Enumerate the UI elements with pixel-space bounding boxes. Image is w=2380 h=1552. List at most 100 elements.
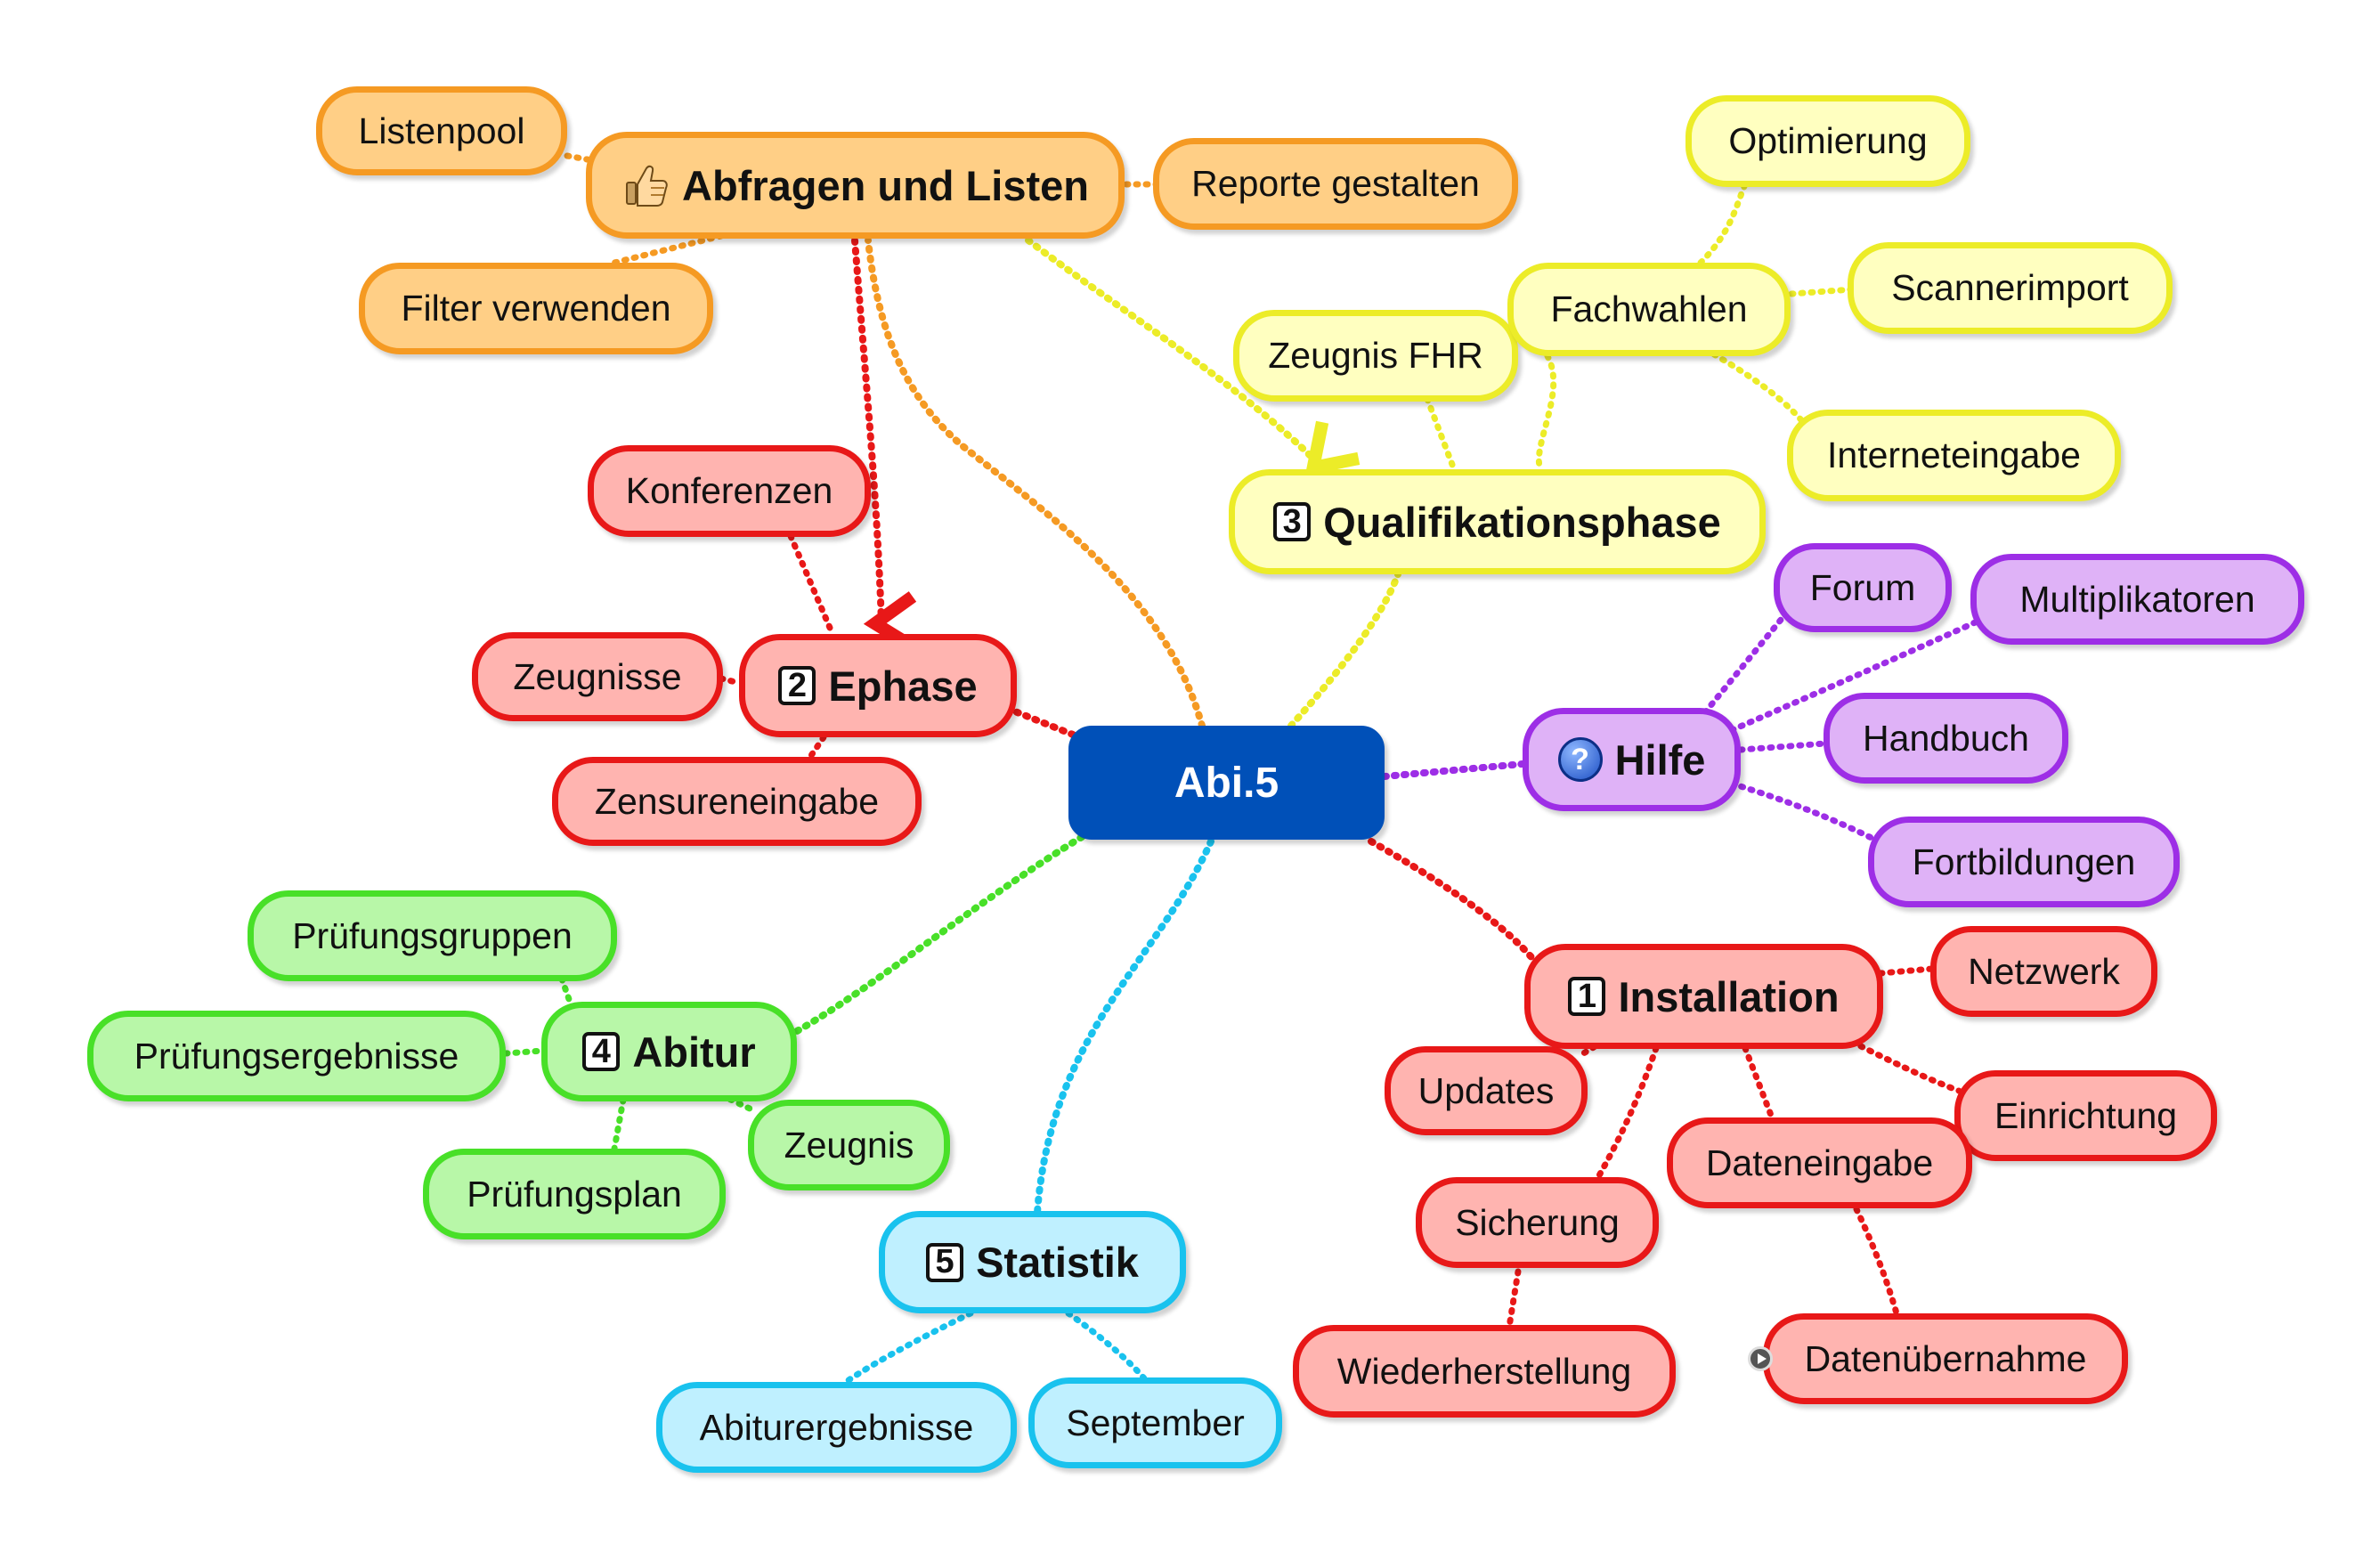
node-dateneingabe-label: Dateneingabe (1705, 1142, 1934, 1183)
link-root-hilfe (1381, 760, 1526, 780)
node-fortbildungen[interactable]: Fortbildungen (1868, 817, 2180, 907)
branch-ephase[interactable]: 2 Ephase (739, 634, 1017, 737)
branch-hilfe[interactable]: ? Hilfe (1523, 708, 1741, 811)
node-pruefungsgruppen-label: Prüfungsgruppen (292, 914, 573, 956)
node-filter-verwenden[interactable]: Filter verwenden (359, 263, 713, 354)
node-abiturergebnisse[interactable]: Abiturergebnisse (656, 1382, 1017, 1473)
node-zeugnis-fhr[interactable]: Zeugnis FHR (1233, 310, 1518, 402)
node-pruefungsplan-label: Prüfungsplan (467, 1173, 682, 1215)
node-fachwahlen[interactable]: Fachwahlen (1507, 263, 1791, 356)
branch-ephase-label: Ephase (828, 662, 978, 710)
branch-installation-label: Installation (1618, 972, 1840, 1020)
node-reporte-label: Reporte gestalten (1191, 163, 1480, 204)
node-forum[interactable]: Forum (1774, 543, 1952, 632)
play-icon[interactable] (1748, 1346, 1773, 1371)
branch-statistik-label: Statistik (976, 1239, 1139, 1286)
link-root-ephase (1003, 704, 1076, 738)
link-abfragen-filter (611, 232, 725, 266)
link-fachwahlen-scanner (1788, 286, 1856, 297)
node-updates-label: Updates (1417, 1069, 1555, 1111)
node-zeugnisse-label: Zeugnisse (513, 655, 682, 697)
root-node[interactable]: Abi.5 (1068, 726, 1385, 840)
node-multiplikatoren[interactable]: Multiplikatoren (1970, 554, 2304, 645)
link-dateneingabe-datenuebernahme (1853, 1206, 1900, 1317)
node-datenuebernahme-label: Datenübernahme (1804, 1337, 2087, 1379)
thumbs-up-icon (621, 161, 670, 209)
node-interneteingabe[interactable]: Interneteingabe (1787, 410, 2121, 501)
node-scannerimport-label: Scannerimport (1891, 267, 2129, 308)
link-root-abfragen (865, 237, 1206, 729)
node-sicherung[interactable]: Sicherung (1416, 1177, 1659, 1268)
node-filter-label: Filter verwenden (401, 288, 671, 329)
link-hilfe-multiplikatoren (1728, 616, 1985, 734)
link-quali-fachwahlen (1536, 353, 1557, 473)
link-hilfe-handbuch (1737, 740, 1829, 753)
branch-abfragen-label: Abfragen und Listen (682, 161, 1089, 209)
node-zeugnis-label: Zeugnis (784, 1124, 914, 1166)
node-pruefungsergebnisse[interactable]: Prüfungsergebnisse (87, 1011, 506, 1101)
node-handbuch[interactable]: Handbuch (1824, 693, 2068, 784)
node-fachwahlen-label: Fachwahlen (1550, 288, 1748, 329)
branch-qualifikationsphase[interactable]: 3 Qualifikationsphase (1229, 469, 1766, 574)
node-zensureneingabe-label: Zensureneingabe (594, 780, 880, 822)
branch-abfragen-und-listen[interactable]: Abfragen und Listen (586, 132, 1125, 239)
node-fortbildungen-label: Fortbildungen (1912, 841, 2136, 882)
link-abfragen-ephase (851, 237, 918, 654)
link-statistik-september (1065, 1310, 1148, 1382)
node-konferenzen[interactable]: Konferenzen (588, 445, 871, 537)
link-root-installation (1368, 838, 1535, 961)
node-einrichtung-label: Einrichtung (1994, 1094, 2178, 1136)
node-handbuch-label: Handbuch (1863, 717, 2029, 759)
node-pruefungsgruppen[interactable]: Prüfungsgruppen (248, 890, 617, 981)
branch-abitur[interactable]: 4 Abitur (541, 1002, 797, 1101)
branch-abitur-label: Abitur (632, 1028, 756, 1076)
link-abfragen-qualifikation (1025, 237, 1361, 476)
link-fachwahlen-optimierung (1697, 181, 1749, 266)
link-ephase-zeugnisse (718, 675, 743, 687)
link-installation-sicherung (1595, 1044, 1660, 1181)
link-quali-zeugnisfhr (1424, 395, 1458, 473)
node-sicherung-label: Sicherung (1455, 1201, 1620, 1243)
link-root-abitur (793, 833, 1085, 1035)
link-installation-dateneingabe (1742, 1044, 1775, 1121)
node-zeugnis-fhr-label: Zeugnis FHR (1268, 335, 1483, 376)
node-einrichtung[interactable]: Einrichtung (1954, 1070, 2217, 1161)
node-pruefungsplan[interactable]: Prüfungsplan (423, 1149, 726, 1239)
node-wiederherstellung[interactable]: Wiederherstellung (1293, 1325, 1676, 1418)
root-label: Abi.5 (1174, 759, 1279, 807)
link-root-statistik (1034, 838, 1214, 1216)
number-1-icon: 1 (1568, 977, 1606, 1016)
branch-installation[interactable]: 1 Installation (1524, 944, 1883, 1049)
question-icon: ? (1557, 737, 1603, 782)
link-ephase-zensureneingabe (807, 734, 827, 760)
node-listenpool-label: Listenpool (358, 110, 525, 151)
link-hilfe-fortbildungen (1728, 780, 1882, 845)
node-reporte-gestalten[interactable]: Reporte gestalten (1153, 138, 1518, 230)
link-sicherung-wiederherstellung (1506, 1268, 1522, 1330)
node-scannerimport[interactable]: Scannerimport (1848, 242, 2173, 334)
node-listenpool[interactable]: Listenpool (316, 86, 567, 175)
link-ephase-konferenzen (787, 532, 836, 638)
link-fachwahlen-internet (1710, 351, 1811, 431)
branch-statistik[interactable]: 5 Statistik (879, 1211, 1186, 1313)
link-installation-einrichtung (1848, 1038, 1962, 1094)
number-4-icon: 4 (582, 1032, 621, 1071)
node-abiturergebnisse-label: Abiturergebnisse (699, 1406, 974, 1448)
branch-qualifikation-label: Qualifikationsphase (1323, 498, 1721, 546)
node-netzwerk[interactable]: Netzwerk (1930, 926, 2157, 1017)
node-zensureneingabe[interactable]: Zensureneingabe (552, 757, 922, 846)
node-zeugnis[interactable]: Zeugnis (748, 1100, 950, 1190)
link-abitur-pruefungsplan (611, 1096, 627, 1152)
node-wiederherstellung-label: Wiederherstellung (1336, 1350, 1632, 1392)
node-september[interactable]: September (1028, 1377, 1282, 1468)
node-datenuebernahme[interactable]: Datenübernahme (1763, 1313, 2128, 1404)
node-zeugnisse[interactable]: Zeugnisse (472, 632, 723, 721)
node-optimierung-label: Optimierung (1728, 120, 1928, 161)
node-pruefungsergebnisse-label: Prüfungsergebnisse (134, 1035, 459, 1077)
link-statistik-abiturergebnisse (842, 1310, 974, 1385)
node-optimierung[interactable]: Optimierung (1685, 95, 1970, 187)
link-abitur-pruefungsergebnisse (502, 1047, 547, 1057)
node-updates[interactable]: Updates (1385, 1046, 1588, 1135)
node-dateneingabe[interactable]: Dateneingabe (1667, 1117, 1972, 1208)
